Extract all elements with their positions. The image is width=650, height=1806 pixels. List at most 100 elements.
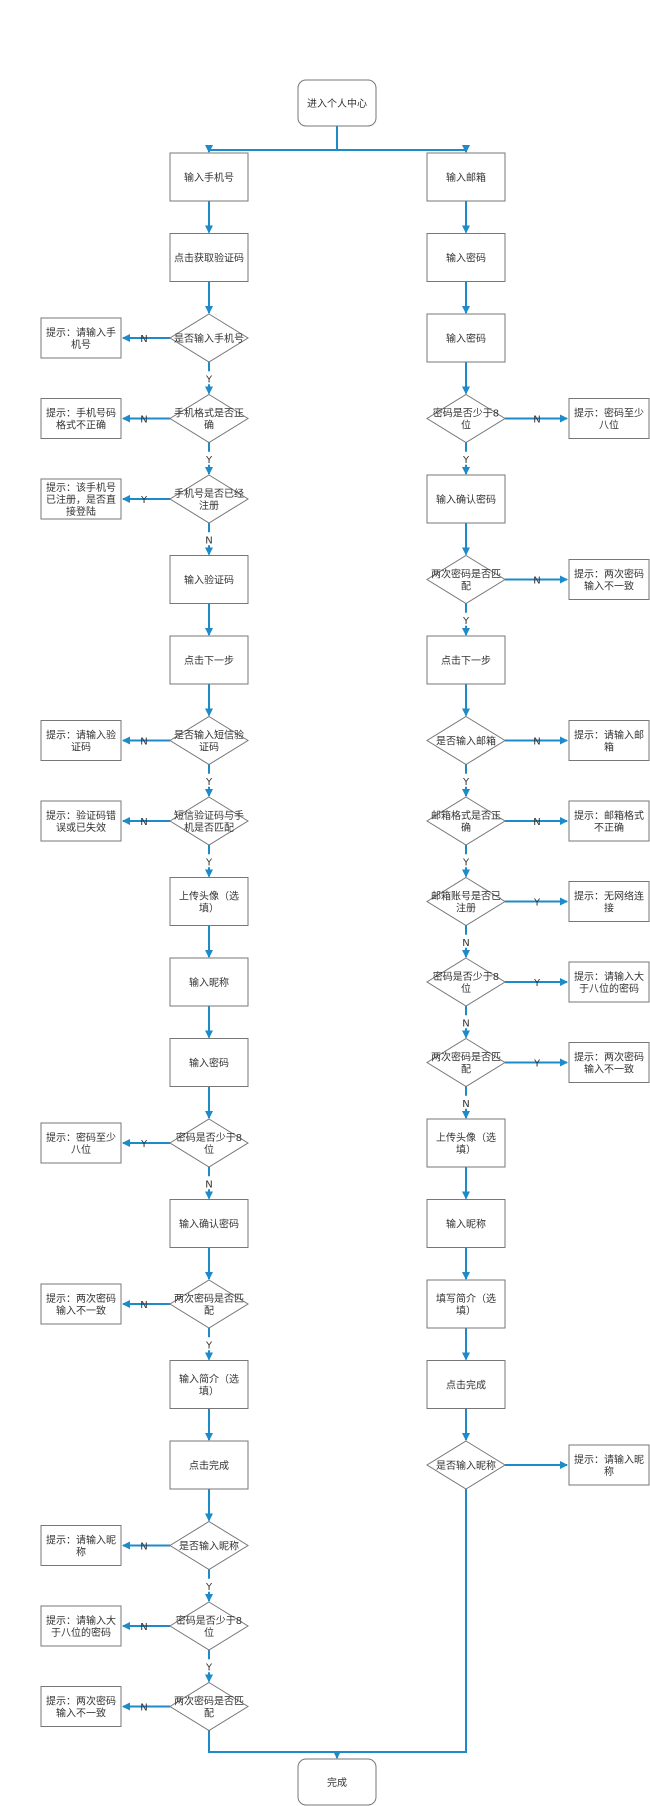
left-flow-tip-4-text: 提示：该手机号已注册，是否直接登陆 <box>46 481 116 518</box>
right-flow-decision-8-text-line: 确 <box>461 821 471 834</box>
right-flow-step-13 <box>426 1199 506 1248</box>
right-flow-tip-8-text: 提示：邮箱格式不正确 <box>574 809 644 834</box>
left-flow-tip-3 <box>40 398 122 439</box>
split-right-connector <box>337 145 470 153</box>
right-flow-decision-8-text: 邮箱格式是否正确 <box>431 809 501 834</box>
right-flow-tip-16-text-line: 提示：请输入昵 <box>574 1453 644 1466</box>
branch-label: N <box>533 415 540 426</box>
right-flow-decision-9-text: 邮箱账号是否已注册 <box>431 890 501 915</box>
left-flow-tip-18-text-line: 提示：请输入大 <box>46 1614 116 1627</box>
merge-right-connector <box>339 1489 467 1753</box>
left-flow-tip-12-text-line: 提示：密码至少 <box>46 1131 116 1144</box>
right-flow-tip-9 <box>568 881 650 922</box>
left-flow-tip-2 <box>40 317 122 359</box>
left-flow-tip-4 <box>40 478 122 520</box>
left-flow-step-10-text-line: 输入昵称 <box>189 976 229 989</box>
left-flow-step-10 <box>169 957 249 1007</box>
left-flow-step-9 <box>169 877 249 926</box>
right-flow-step-12-text-line: 填） <box>456 1143 476 1156</box>
right-flow-tip-5 <box>568 559 650 600</box>
label-mask <box>203 1337 215 1351</box>
left-flow-tip-3-text-line: 提示：手机号码 <box>46 407 116 420</box>
right-flow-decision-3-text-line: 密码是否少于8 <box>433 407 499 420</box>
left-flow-step-15-text-line: 输入简介（选 <box>179 1373 239 1386</box>
right-flow-tip-8-text-line: 提示：邮箱格式 <box>574 809 644 822</box>
left-flow-decision-12-text-line: 位 <box>204 1143 214 1156</box>
right-flow-decision-8-text-line: 邮箱格式是否正 <box>431 809 501 822</box>
left-flow-decision-3-text-line: 手机格式是否正 <box>174 407 244 420</box>
left-flow-step-9-text: 上传头像（选填） <box>179 890 239 915</box>
label-mask <box>460 854 472 868</box>
left-flow-step-16-text: 点击完成 <box>189 1459 229 1472</box>
right-flow-decision-9 <box>426 876 506 927</box>
left-flow-step-13-text: 输入确认密码 <box>179 1218 239 1231</box>
left-flow-decision-7-text: 是否输入短信验证码 <box>174 729 244 754</box>
label-mask <box>203 532 215 546</box>
left-flow-step-13-text-line: 输入确认密码 <box>179 1218 239 1231</box>
branch-label: Y <box>140 1139 148 1150</box>
left-flow-decision-8-text: 短信验证码与手机是否匹配 <box>174 809 244 834</box>
left-flow-decision-14-text: 两次密码是否匹配 <box>174 1292 244 1317</box>
left-flow-tip-14-text-line: 输入不一致 <box>56 1304 106 1317</box>
right-flow-step-13-text-line: 输入昵称 <box>446 1218 486 1231</box>
right-flow-step-1 <box>426 233 506 282</box>
flow-label: Y <box>462 777 470 788</box>
right-flow-decision-10 <box>426 957 506 1007</box>
left-flow-decision-4-text-line: 注册 <box>199 499 219 512</box>
left-flow-tip-19-text-line: 输入不一致 <box>56 1707 106 1720</box>
right-flow-tip-16-text-line: 称 <box>604 1465 614 1478</box>
right-flow-step-4 <box>426 474 506 524</box>
branch-label: N <box>140 1300 147 1311</box>
branch-label: N <box>140 1622 147 1633</box>
label-mask <box>203 1659 215 1673</box>
left-flow-step-11 <box>169 1038 249 1087</box>
flow-label: Y <box>205 1662 213 1673</box>
branch-label: N <box>140 817 147 828</box>
flow-label: Y <box>462 616 470 627</box>
right-flow-step-14 <box>426 1279 506 1329</box>
flow-label: Y <box>205 857 213 868</box>
left-flow-step-15 <box>169 1360 249 1409</box>
left-flow-tip-4-text-line: 已注册，是否直 <box>46 493 116 506</box>
right-flow-decision-8 <box>426 796 506 846</box>
right-flow-decision-7 <box>426 715 506 766</box>
right-flow-step-4-text: 输入确认密码 <box>436 493 496 506</box>
right-flow-decision-7-text: 是否输入邮箱 <box>436 735 496 748</box>
left-flow-decision-18-text-line: 密码是否少于8 <box>176 1614 242 1627</box>
flow-label: Y <box>462 455 470 466</box>
right-flow-tip-9-text-line: 接 <box>604 902 614 915</box>
left-flow-decision-2-text: 是否输入手机号 <box>174 332 244 345</box>
flow-label: Y <box>205 1582 213 1593</box>
right-flow-tip-3-text: 提示：密码至少八位 <box>574 407 644 432</box>
left-flow-step-5-text: 输入验证码 <box>184 574 234 587</box>
left-flow-tip-17-text-line: 提示：请输入昵 <box>46 1534 116 1547</box>
label-mask <box>203 371 215 385</box>
left-flow-step-9-text-line: 上传头像（选 <box>179 890 239 903</box>
right-flow-step-12 <box>426 1118 506 1168</box>
right-flow-step-13-text: 输入昵称 <box>446 1218 486 1231</box>
branch-label: Y <box>533 898 541 909</box>
left-flow-decision-17 <box>169 1520 249 1571</box>
flow-label: Y <box>205 455 213 466</box>
left-flow-decision-14-text-line: 两次密码是否匹 <box>174 1292 244 1305</box>
right-flow-decision-16-text: 是否输入昵称 <box>436 1459 496 1472</box>
right-flow-step-14-text-line: 填） <box>456 1304 476 1317</box>
left-flow-decision-18-text-line: 位 <box>204 1626 214 1639</box>
right-flow-decision-5 <box>426 554 506 605</box>
branch-label: N <box>533 576 540 587</box>
left-flow-decision-17-text: 是否输入昵称 <box>179 1540 239 1553</box>
branch-label: N <box>533 737 540 748</box>
left-flow-decision-7-text-line: 是否输入短信验 <box>174 729 244 742</box>
right-flow-tip-11-text-line: 输入不一致 <box>584 1063 634 1076</box>
right-flow-step-14-text: 填写简介（选填） <box>436 1292 496 1317</box>
right-flow-tip-11-text-line: 提示：两次密码 <box>574 1051 644 1064</box>
right-flow-decision-16-text-line: 是否输入昵称 <box>436 1459 496 1472</box>
right-flow-tip-7-text: 提示：请输入邮箱 <box>574 729 644 754</box>
left-flow-step-1 <box>169 233 249 282</box>
flow-label: N <box>462 1099 469 1110</box>
left-flow-tip-8-text: 提示：验证码错误或已失效 <box>46 809 116 834</box>
split-left-connector <box>205 126 338 153</box>
